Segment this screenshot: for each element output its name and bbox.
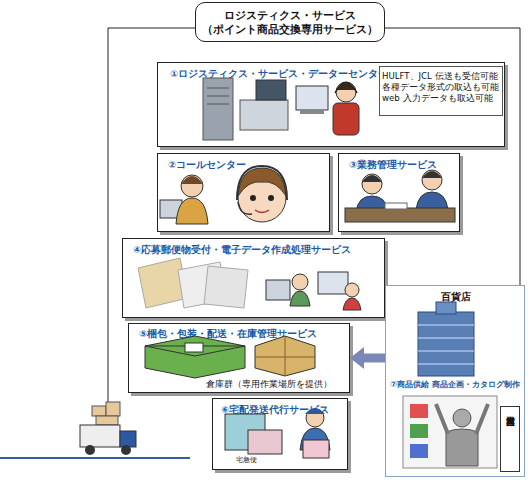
node-body: ⑦商品供給 商品企画・カタログ制作 xyxy=(390,379,520,390)
service-box: ⑥宅配発送代行サービス xyxy=(212,398,348,470)
contact-box: 専用営業担当窓口 xyxy=(500,406,520,472)
supplier-box: 百貨店 ⑦商品供給 商品企画・カタログ制作専用営業担当窓口 xyxy=(385,285,525,477)
service-box: ④応募郵便物受付・電子データ作成処理サービス xyxy=(122,238,385,318)
truck-illustration xyxy=(80,402,136,455)
catalog-illustration xyxy=(403,396,497,468)
road-line xyxy=(0,457,190,459)
service-box: ②コールセンター xyxy=(157,153,330,232)
diagram-title: ロジスティクス・サービス （ポイント商品交換専用サービス） xyxy=(200,8,380,36)
service-box: ⑤梱包・包装・配送・在庫管理サービス倉庫群（専用作業場所を提供） xyxy=(128,323,350,393)
parcel-illustration xyxy=(145,336,315,378)
server-illustration xyxy=(203,78,359,140)
service-box: ③業務管理サービス xyxy=(338,153,460,232)
flow-arrow xyxy=(350,347,385,369)
node-body: 倉庫群（専用作業場所を提供） xyxy=(206,379,332,390)
node-heading: ①ロジスティクス・サービス・データーセンター xyxy=(170,68,388,80)
title-box: ロジスティクス・サービス （ポイント商品交換専用サービス） xyxy=(195,2,385,42)
node-heading: 百貨店 xyxy=(441,291,471,303)
operator-illustration xyxy=(160,166,287,224)
illustration-label: 宅急便 xyxy=(236,456,257,465)
building-illustration xyxy=(418,302,474,376)
note-box: HULFT、JCL 伝送も受信可能 各種データ形式の取込も可能 web 入力デー… xyxy=(379,66,503,116)
envelope-illustration xyxy=(138,258,361,310)
node-heading: ⑥宅配発送代行サービス xyxy=(221,404,329,416)
staff-illustration xyxy=(345,170,455,222)
node-heading: ③業務管理サービス xyxy=(349,159,437,171)
node-heading: HULFT、JCL 伝送も受信可能 各種データ形式の取込も可能 web 入力デー… xyxy=(382,71,502,105)
node-heading: ②コールセンター xyxy=(168,159,246,171)
arrow-shaft xyxy=(362,354,385,363)
delivery-illustration xyxy=(225,408,330,458)
service-box: ①ロジスティクス・サービス・データーセンターHULFT、JCL 伝送も受信可能 … xyxy=(157,62,505,147)
node-heading: ④応募郵便物受付・電子データ作成処理サービス xyxy=(133,244,351,256)
node-heading: ⑤梱包・包装・配送・在庫管理サービス xyxy=(139,328,317,340)
arrow-head xyxy=(350,347,364,369)
